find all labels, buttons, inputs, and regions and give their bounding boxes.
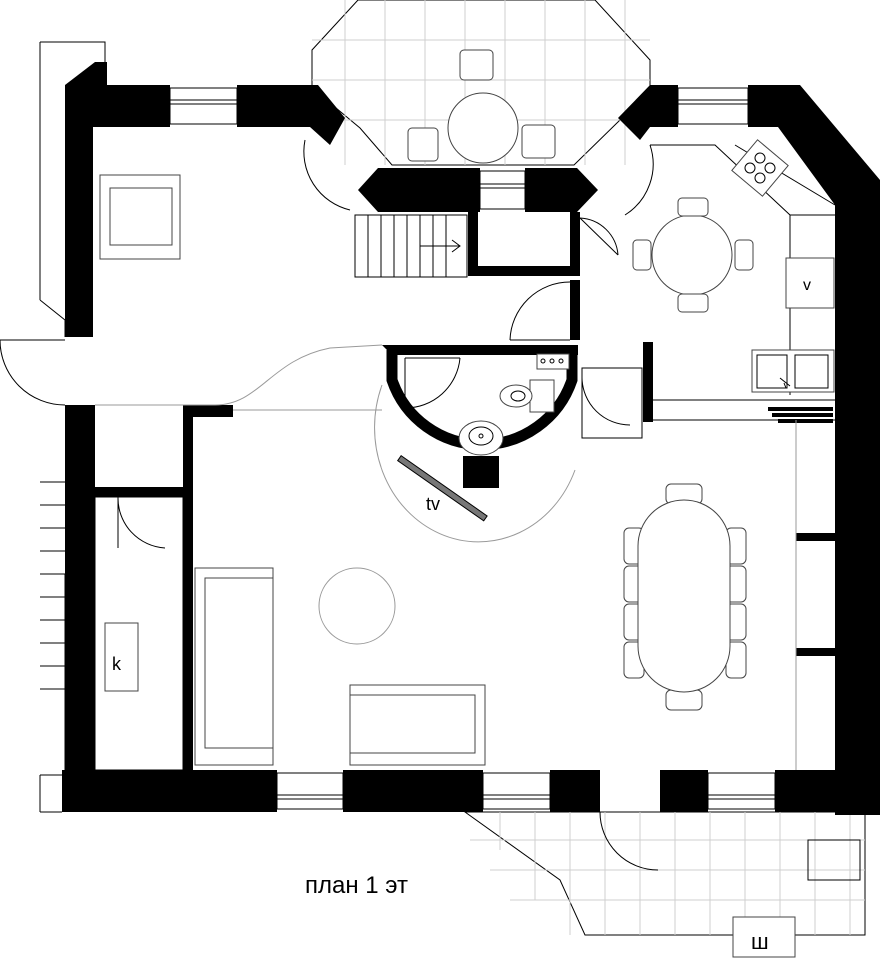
windows: [64, 87, 776, 810]
walls: [62, 62, 880, 815]
fireplace-label: k: [112, 654, 122, 674]
stairs: [354, 214, 468, 278]
terrace-tiles: [463, 811, 866, 936]
stove-icon: [731, 139, 789, 197]
furniture: [94, 49, 836, 958]
tv-label: tv: [426, 494, 440, 514]
doors: [0, 139, 659, 871]
fridge-label: v: [803, 277, 811, 294]
shower-label: ш: [751, 929, 769, 954]
plan-caption: план 1 эт: [305, 872, 408, 899]
tv-icon: [396, 455, 488, 522]
shower-icon: [732, 916, 796, 958]
fireplace-icon: [104, 622, 139, 692]
exterior-outline: [39, 41, 106, 813]
fridge-icon: [785, 257, 835, 309]
